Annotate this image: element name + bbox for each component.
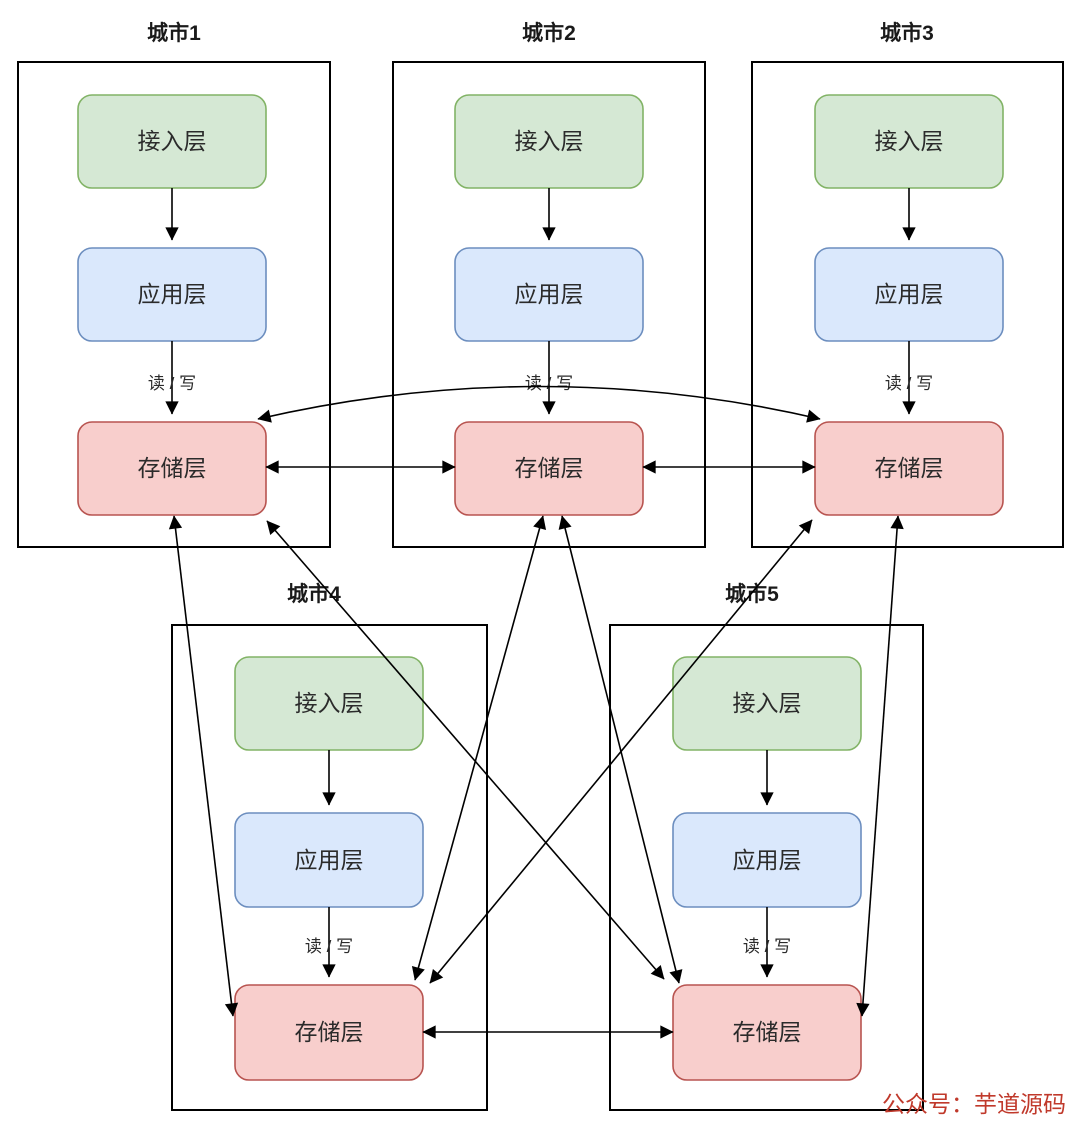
city-4-storage-layer-label: 存储层 bbox=[295, 1019, 364, 1045]
city-4-title: 城市4 bbox=[287, 582, 341, 606]
city-3: 城市3 接入层 应用层 读 / 写 存储层 bbox=[751, 21, 1064, 548]
arrow-storage1-storage3-arc bbox=[257, 385, 821, 423]
city-1-read-write-label: 读 / 写 bbox=[148, 374, 196, 393]
city-2-storage-layer-label: 存储层 bbox=[515, 455, 584, 481]
city-2-access-layer-label: 接入层 bbox=[515, 128, 584, 154]
city-4-app-layer-label: 应用层 bbox=[295, 847, 364, 873]
city-5-access-layer-label: 接入层 bbox=[733, 690, 802, 716]
city-5-storage-layer-label: 存储层 bbox=[733, 1019, 802, 1045]
city-2-read-write-label: 读 / 写 bbox=[525, 374, 573, 393]
city-4-read-write-label: 读 / 写 bbox=[305, 937, 353, 956]
city-3-storage-layer-label: 存储层 bbox=[875, 455, 944, 481]
city-1-title: 城市1 bbox=[147, 21, 201, 45]
city-2: 城市2 接入层 应用层 读 / 写 存储层 bbox=[392, 21, 706, 548]
city-5-read-write-label: 读 / 写 bbox=[743, 937, 791, 956]
city-3-read-write-label: 读 / 写 bbox=[885, 374, 933, 393]
storage-replication-mesh bbox=[168, 385, 904, 1039]
city-3-title: 城市3 bbox=[880, 21, 934, 45]
city-1-app-layer-label: 应用层 bbox=[138, 281, 207, 307]
city-5: 城市5 接入层 应用层 读 / 写 存储层 bbox=[609, 582, 924, 1111]
arrow-storage3-storage4 bbox=[429, 519, 813, 984]
city-5-title: 城市5 bbox=[725, 582, 779, 606]
city-1-access-layer-label: 接入层 bbox=[138, 128, 207, 154]
city-1: 城市1 接入层 应用层 读 / 写 存储层 bbox=[17, 21, 331, 548]
city-4: 城市4 接入层 应用层 读 / 写 存储层 bbox=[171, 582, 488, 1111]
watermark-text: 公众号：芋道源码 bbox=[882, 1091, 1066, 1117]
city-2-app-layer-label: 应用层 bbox=[515, 281, 584, 307]
city-1-storage-layer-label: 存储层 bbox=[138, 455, 207, 481]
city-4-access-layer-label: 接入层 bbox=[295, 690, 364, 716]
city-3-app-layer-label: 应用层 bbox=[875, 281, 944, 307]
city-5-app-layer-label: 应用层 bbox=[733, 847, 802, 873]
arrow-storage3-storage5 bbox=[856, 515, 904, 1017]
arrow-storage1-storage4 bbox=[168, 515, 239, 1017]
city-2-title: 城市2 bbox=[522, 21, 576, 45]
city-3-access-layer-label: 接入层 bbox=[875, 128, 944, 154]
